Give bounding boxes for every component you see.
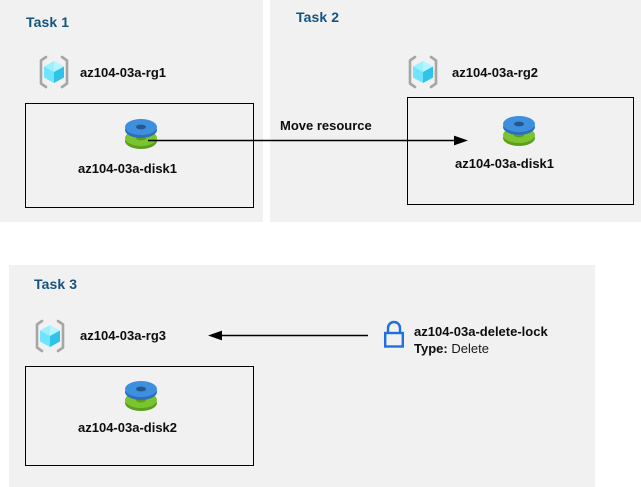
lock-type-value: Delete [451,341,489,356]
disk-icon [497,110,541,152]
move-resource-arrow [148,135,468,146]
task2-disk-name: az104-03a-disk1 [455,156,555,171]
move-resource-label: Move resource [280,118,372,133]
task2-resource-group-name: az104-03a-rg2 [452,65,538,80]
lock-icon [380,319,408,351]
task2-label: Task 2 [296,9,340,25]
task1-disk-name: az104-03a-disk1 [78,161,178,176]
disk-icon [119,113,163,155]
task2-resource-box [407,97,634,205]
task3-disk-name: az104-03a-disk2 [78,420,178,435]
resource-group-icon [32,318,68,354]
task1-label: Task 1 [26,14,70,30]
task3-label: Task 3 [34,276,78,292]
lock-name: az104-03a-delete-lock [414,324,548,339]
lock-type-row: Type: Delete [414,341,489,356]
task1-resource-group-name: az104-03a-rg1 [80,65,166,80]
lock-target-arrow [208,330,368,341]
resource-group-icon [36,54,72,90]
lock-type-label: Type: [414,341,448,356]
disk-icon [119,375,163,417]
resource-group-icon [405,54,441,90]
task3-resource-group-name: az104-03a-rg3 [80,328,166,343]
